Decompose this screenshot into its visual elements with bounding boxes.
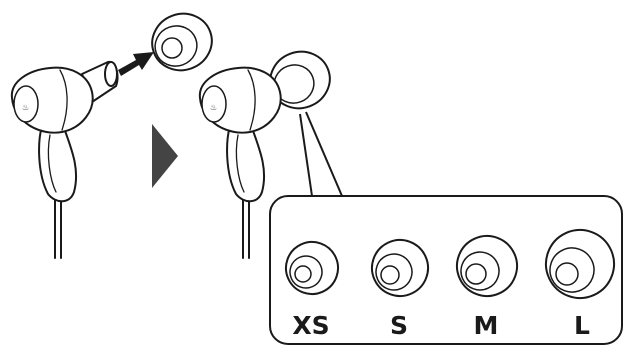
earphone-cable	[54, 195, 62, 259]
housing-ridge	[247, 69, 256, 131]
housing-mark: ♨	[22, 103, 29, 112]
size-label-xs: XS	[292, 311, 329, 340]
arrow-right-icon	[118, 52, 154, 76]
triangle-right-icon	[152, 124, 178, 188]
size-options-panel	[269, 195, 623, 345]
earphone-stem-highlight	[47, 134, 57, 193]
size-label-l: L	[574, 311, 590, 340]
earphone-stem-highlight	[235, 134, 245, 193]
nozzle-tip	[104, 61, 118, 87]
earphone-with-tip: ♨	[198, 50, 331, 259]
earphone-stem	[38, 119, 78, 203]
housing-face	[201, 85, 227, 123]
housing-face	[13, 85, 39, 123]
earphone-cable	[242, 195, 250, 259]
size-label-m: M	[474, 311, 499, 340]
size-label-s: S	[390, 311, 408, 340]
housing-ridge	[59, 69, 68, 131]
earphone-without-tip: ♨	[10, 60, 119, 259]
ear-tip-s	[371, 239, 429, 297]
earphone-stem	[226, 119, 266, 203]
ear-tip-hole	[161, 37, 183, 59]
ear-tip-xs	[285, 241, 339, 295]
ear-tip-loose	[151, 12, 213, 72]
callout-pointer	[299, 111, 343, 197]
housing-mark: ♨	[210, 103, 217, 112]
ear-tip-m	[456, 235, 518, 297]
ear-tip-l	[545, 229, 615, 299]
